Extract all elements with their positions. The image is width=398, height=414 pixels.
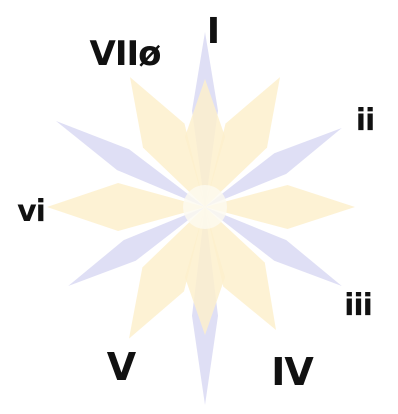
degree-label-V: V	[107, 345, 137, 389]
degree-label-I: I	[207, 11, 219, 52]
center-glow	[183, 185, 227, 229]
degree-label-IV: IV	[271, 350, 314, 394]
degree-label-ii: ii	[356, 103, 375, 138]
degree-label-iii: iii	[344, 288, 372, 323]
degree-label-VII-half-diminished: VIIø	[90, 34, 161, 74]
degree-label-vi: vi	[17, 194, 45, 229]
